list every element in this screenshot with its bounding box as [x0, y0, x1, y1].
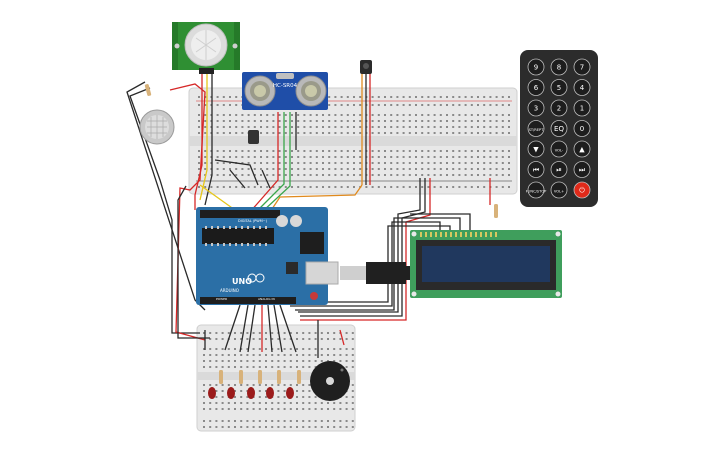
remote-button-label: 0 [580, 125, 584, 133]
ultrasonic-sensor: HC-SR04 [242, 72, 328, 110]
main-breadboard [188, 87, 518, 195]
small-breadboard-holes [203, 332, 354, 428]
remote-button-label: ▲ [579, 146, 585, 154]
usb-cable [340, 262, 410, 284]
arduino-brand-label: ARDUINO [220, 288, 239, 293]
resistor [297, 370, 301, 384]
remote-button: 6 [527, 79, 545, 96]
resistor [144, 84, 152, 96]
resistor [277, 370, 281, 384]
remote-button: ⏯ [550, 161, 568, 178]
led-row [208, 387, 294, 399]
remote-button-label: FUNC/STOP [526, 190, 547, 194]
resistor [258, 370, 262, 384]
remote-button: 1 [573, 99, 591, 117]
piezo-buzzer [310, 361, 350, 401]
remote-button: ⏻ [573, 181, 591, 199]
remote-button-label: VOL+ [554, 190, 564, 194]
ultrasonic-label: HC-SR04 [273, 83, 298, 89]
arduino-power-header: POWER [216, 297, 227, 301]
remote-button-label: ⏻ [579, 187, 585, 195]
arduino-analog-header: ANALOG IN [258, 297, 275, 301]
led [266, 387, 274, 399]
remote-button: 2 [550, 99, 568, 117]
remote-button-label: 4 [580, 84, 585, 92]
remote-button: 7 [573, 58, 591, 76]
remote-button-grid: 9 8 7 6 5 4 3 2 1ST/REPT EQ 0 ▼ VOL- ▲ ⏮ ⏯ ⏭ FUNC/STOP VOL… [526, 58, 591, 199]
remote-button: ⏮ [527, 161, 545, 178]
ir-remote: 9 8 7 6 5 4 3 2 1ST/REPT EQ 0 ▼ VOL- ▲ ⏮ ⏯ ⏭ FUNC/STOP VOL… [520, 50, 598, 207]
resistor [239, 370, 243, 384]
remote-button-label: 3 [534, 105, 538, 113]
remote-button: 9 [527, 58, 545, 76]
remote-button-label: 2 [557, 105, 561, 113]
small-breadboard [196, 324, 356, 432]
remote-button-label: 8 [557, 64, 561, 72]
remote-button-label: 1 [580, 105, 584, 113]
remote-button-label: VOL- [555, 149, 564, 153]
remote-button: ▼ [527, 140, 545, 158]
gas-sensor [139, 109, 175, 145]
remote-button: VOL- [550, 140, 568, 158]
remote-button: 3 [527, 99, 545, 117]
remote-button: 4 [573, 79, 591, 96]
remote-button: 0 [573, 120, 591, 137]
remote-button: 8 [550, 58, 568, 76]
led [286, 387, 294, 399]
arduino-uno: UNO ARDUINO DIGITAL (PWM~) POWER ANALOG … [196, 207, 339, 305]
remote-button-label: ▼ [533, 146, 539, 154]
ir-receiver [360, 60, 372, 74]
remote-button: ⏭ [573, 161, 591, 178]
remote-button-label: 6 [534, 84, 539, 92]
remote-button-label: ⏮ [533, 166, 539, 174]
led [247, 387, 255, 399]
remote-button-label: 5 [557, 84, 561, 92]
remote-button: VOL+ [550, 181, 568, 199]
remote-button: FUNC/STOP [526, 181, 547, 199]
led [208, 387, 216, 399]
remote-button-label: ⏭ [579, 166, 586, 174]
lcd-resistor [494, 204, 498, 218]
remote-button-label: ⏯ [556, 166, 562, 174]
remote-button-label: ST/REPT [529, 128, 545, 132]
remote-button-label: 9 [534, 64, 538, 72]
resistor-row [219, 370, 301, 384]
temperature-sensor [248, 130, 259, 144]
pir-sensor [172, 22, 240, 74]
resistor [219, 370, 223, 384]
remote-button-label: 7 [580, 64, 584, 72]
arduino-board-label: UNO [232, 277, 252, 286]
arduino-digital-header: DIGITAL (PWM~) [238, 219, 268, 223]
remote-button-label: EQ [554, 125, 564, 133]
remote-button: ST/REPT [527, 120, 545, 137]
lcd-display [410, 230, 562, 298]
remote-button: ▲ [573, 140, 591, 158]
remote-button: EQ [550, 120, 568, 137]
remote-button: 5 [550, 79, 568, 96]
led [227, 387, 235, 399]
